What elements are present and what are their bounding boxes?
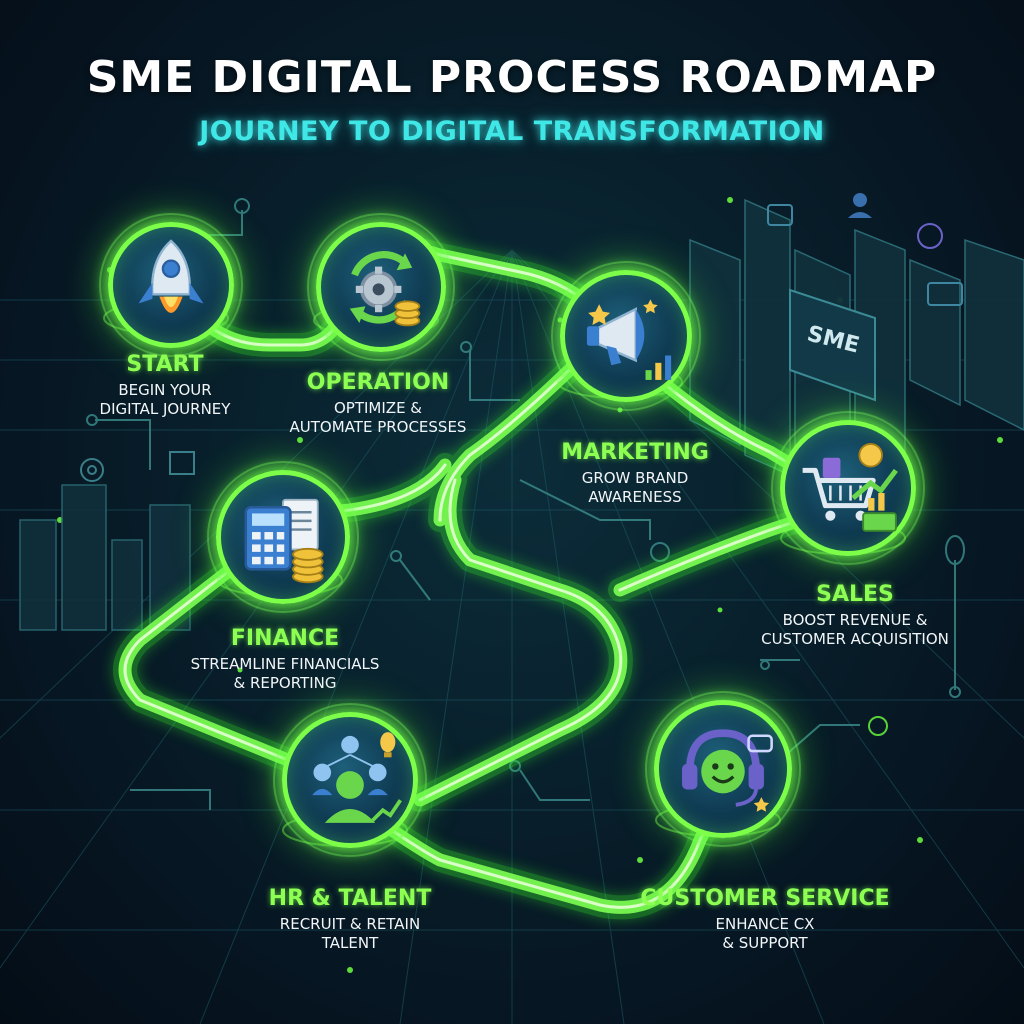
- stage-node-start[interactable]: [99, 213, 243, 357]
- stage-label-operation: OPERATION OPTIMIZE & AUTOMATE PROCESSES: [278, 370, 478, 437]
- stage-description: OPTIMIZE & AUTOMATE PROCESSES: [289, 399, 467, 436]
- stage-label-marketing: MARKETING GROW BRAND AWARENESS: [540, 440, 730, 507]
- shopping-cart-icon: [802, 442, 898, 532]
- rocket-icon: [138, 239, 204, 313]
- headset-icon: [682, 729, 773, 812]
- right-city-icons: [767, 193, 963, 306]
- stage-label-finance: FINANCE STREAMLINE FINANCIALS & REPORTIN…: [170, 626, 400, 693]
- stage-node-operation[interactable]: [307, 213, 455, 361]
- megaphone-icon: [586, 299, 672, 380]
- stage-name: SALES: [816, 582, 894, 607]
- stage-description: BEGIN YOUR DIGITAL JOURNEY: [99, 381, 231, 418]
- stage-name: OPERATION: [306, 370, 450, 395]
- page-subtitle: JOURNEY TO DIGITAL TRANSFORMATION: [199, 116, 825, 147]
- stage-node-customer-service[interactable]: [645, 691, 801, 847]
- stage-description: GROW BRAND AWARENESS: [581, 469, 689, 506]
- gear-cycle-icon: [349, 251, 421, 327]
- left-city-icons: [80, 451, 195, 482]
- stage-name: MARKETING: [561, 440, 709, 465]
- stage-description: BOOST REVENUE & CUSTOMER ACQUISITION: [761, 611, 949, 648]
- stage-name: HR & TALENT: [268, 886, 432, 911]
- stage-node-finance[interactable]: [207, 461, 359, 613]
- circuit-traces: [86, 198, 965, 810]
- stage-node-hr[interactable]: [273, 703, 427, 857]
- team-icon: [312, 732, 402, 823]
- stage-description: ENHANCE CX & SUPPORT: [715, 915, 815, 952]
- stage-name: START: [126, 352, 204, 377]
- stage-description: STREAMLINE FINANCIALS & REPORTING: [190, 655, 380, 692]
- stage-name: CUSTOMER SERVICE: [640, 886, 890, 911]
- stage-label-start: START BEGIN YOUR DIGITAL JOURNEY: [60, 352, 270, 419]
- stage-description: RECRUIT & RETAIN TALENT: [279, 915, 421, 952]
- stage-label-sales: SALES BOOST REVENUE & CUSTOMER ACQUISITI…: [745, 582, 965, 649]
- calculator-coins-icon: [244, 498, 324, 584]
- page-title: SME DIGITAL PROCESS ROADMAP: [86, 52, 938, 103]
- stage-node-sales[interactable]: [771, 411, 925, 565]
- stage-node-marketing[interactable]: [551, 261, 701, 411]
- stage-label-customer-service: CUSTOMER SERVICE ENHANCE CX & SUPPORT: [630, 886, 900, 953]
- stage-name: FINANCE: [230, 626, 340, 651]
- stage-label-hr: HR & TALENT RECRUIT & RETAIN TALENT: [250, 886, 450, 953]
- sme-building: [789, 288, 876, 402]
